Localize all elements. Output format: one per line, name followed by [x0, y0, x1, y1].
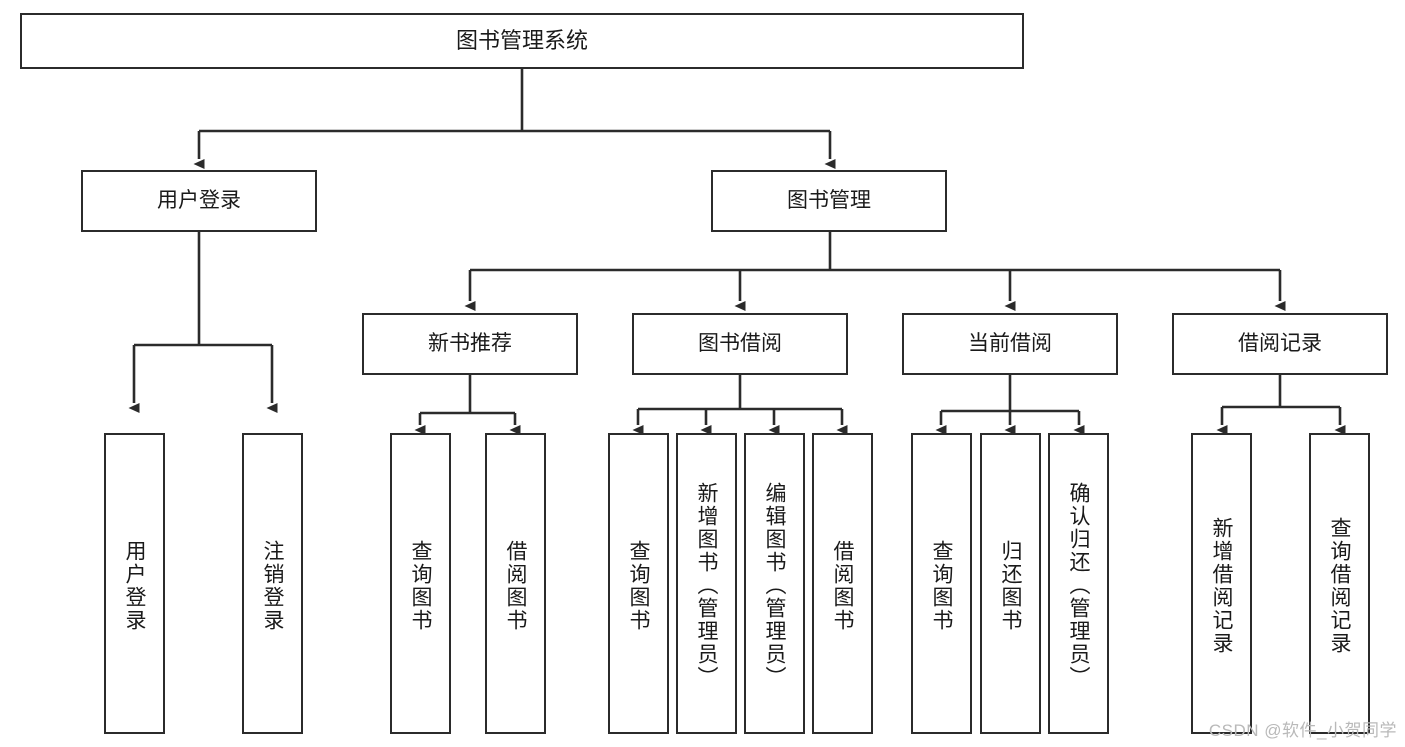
node-book-manage[interactable]: 图书管理 [711, 170, 947, 232]
node-borrow-record[interactable]: 借阅记录 [1172, 313, 1388, 375]
node-label: 借阅记录 [1238, 331, 1322, 355]
node-label: 用户登录 [157, 188, 241, 212]
leaf-query-book-2[interactable]: 查询图书 [608, 433, 669, 734]
leaf-edit-book[interactable]: 编辑图书（管理员） [744, 433, 805, 734]
node-user-login[interactable]: 用户登录 [81, 170, 317, 232]
leaf-add-borrow-record[interactable]: 新增借阅记录 [1191, 433, 1252, 734]
leaf-borrow-book-2[interactable]: 借阅图书 [812, 433, 873, 734]
node-label: 图书管理系统 [455, 28, 588, 54]
node-label: 新增借阅记录 [1210, 516, 1233, 655]
csdn-watermark: CSDN @软件_小贺同学 [1208, 721, 1397, 740]
node-label: 查询图书 [930, 539, 953, 632]
leaf-query-book-1[interactable]: 查询图书 [390, 433, 451, 734]
node-label: 图书借阅 [698, 331, 782, 355]
node-root-book-management-system[interactable]: 图书管理系统 [20, 13, 1024, 69]
node-label: 借阅图书 [504, 539, 527, 632]
leaf-return-book[interactable]: 归还图书 [980, 433, 1041, 734]
node-new-book-recommend[interactable]: 新书推荐 [362, 313, 578, 375]
node-label: 图书管理 [787, 188, 871, 212]
node-book-borrow[interactable]: 图书借阅 [632, 313, 848, 375]
node-label: 查询图书 [409, 539, 432, 632]
node-label: 新增图书（管理员） [695, 482, 718, 689]
leaf-query-book-3[interactable]: 查询图书 [911, 433, 972, 734]
node-label: 确认归还（管理员） [1067, 482, 1090, 689]
leaf-user-login[interactable]: 用户登录 [104, 433, 165, 734]
node-label: 新书推荐 [428, 331, 512, 355]
node-label: 当前借阅 [968, 331, 1052, 355]
leaf-logout-login[interactable]: 注销登录 [242, 433, 303, 734]
leaf-add-book[interactable]: 新增图书（管理员） [676, 433, 737, 734]
leaf-borrow-book-1[interactable]: 借阅图书 [485, 433, 546, 734]
leaf-confirm-return[interactable]: 确认归还（管理员） [1048, 433, 1109, 734]
node-label: 查询图书 [627, 539, 650, 632]
node-label: 归还图书 [999, 539, 1022, 632]
node-label: 借阅图书 [831, 539, 854, 632]
node-label: 查询借阅记录 [1328, 516, 1351, 655]
leaf-query-borrow-record[interactable]: 查询借阅记录 [1309, 433, 1370, 734]
node-label: 编辑图书（管理员） [763, 482, 786, 689]
node-label: 注销登录 [261, 539, 284, 632]
node-label: 用户登录 [123, 539, 146, 632]
node-current-borrow[interactable]: 当前借阅 [902, 313, 1118, 375]
